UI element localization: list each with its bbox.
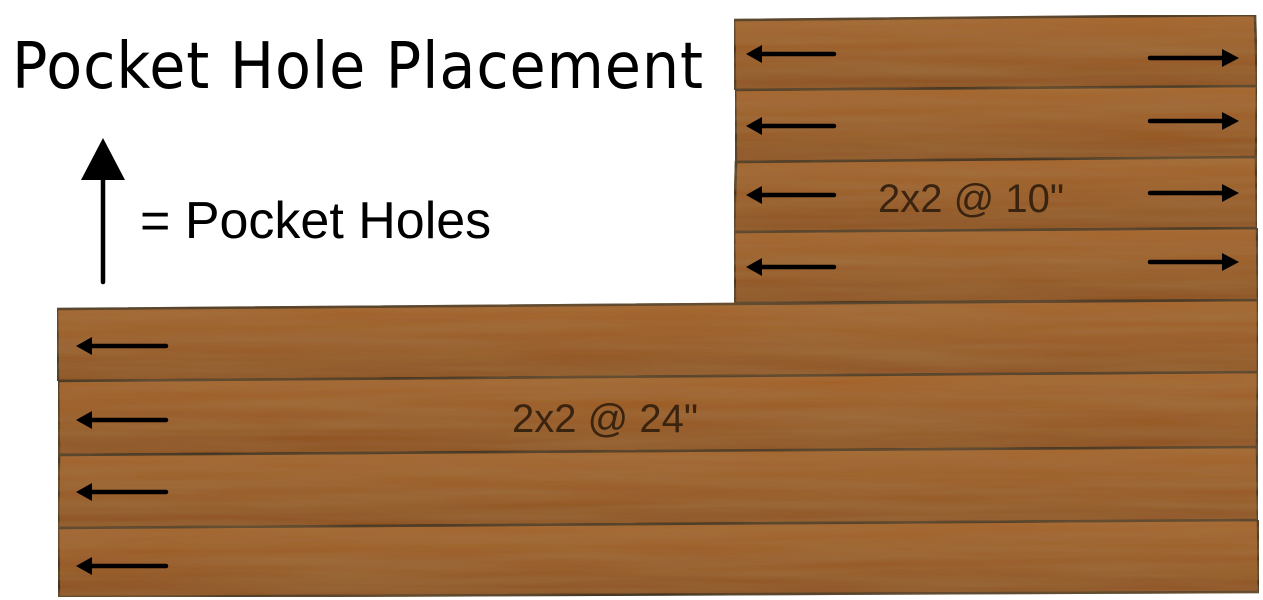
board bbox=[58, 520, 1259, 597]
board-group-label: 2x2 @ 10" bbox=[878, 177, 1064, 221]
up-arrow-icon bbox=[81, 138, 125, 282]
legend: = Pocket Holes bbox=[81, 138, 491, 282]
board bbox=[58, 447, 1258, 528]
board-group-10in: 2x2 @ 10" bbox=[734, 15, 1258, 303]
diagram-title: Pocket Hole Placement bbox=[12, 30, 704, 104]
legend-text: = Pocket Holes bbox=[140, 192, 491, 250]
board-group-label: 2x2 @ 24" bbox=[512, 397, 698, 441]
board-group-24in: 2x2 @ 24" bbox=[57, 300, 1259, 597]
board bbox=[57, 300, 1258, 381]
